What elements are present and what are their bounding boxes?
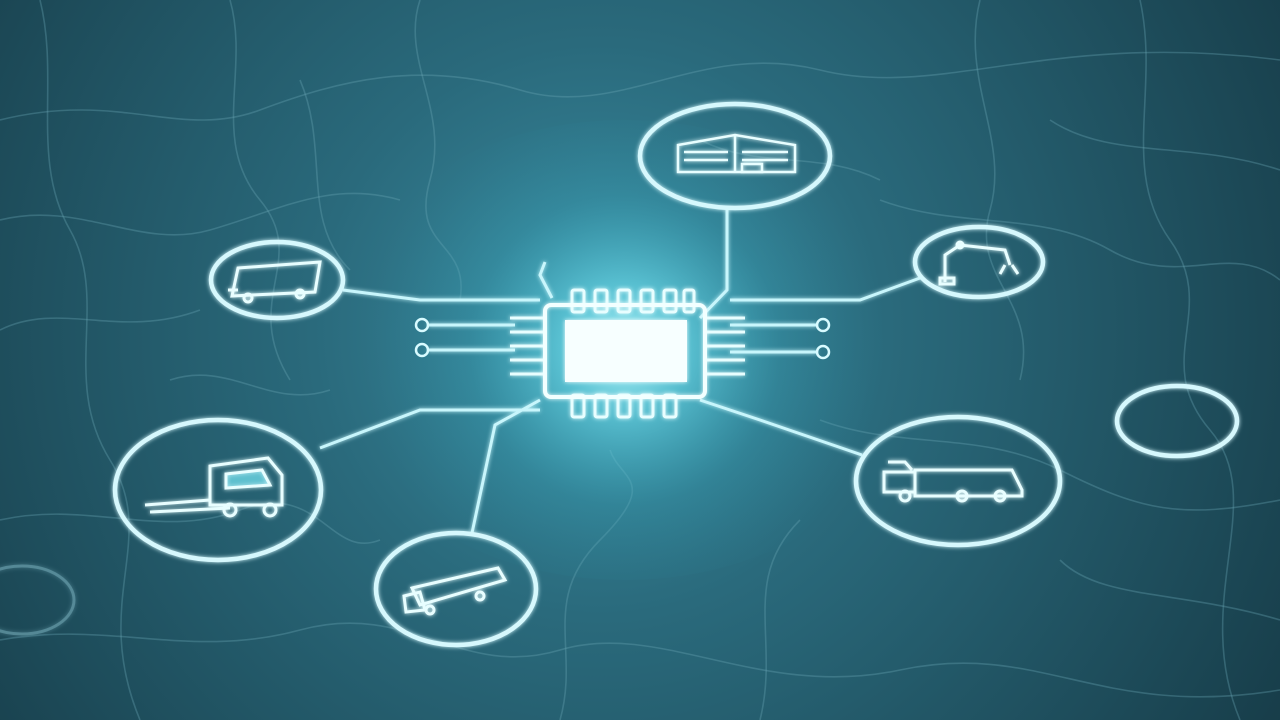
pin-terminals: [414, 317, 831, 360]
node-trailer: [208, 239, 346, 321]
node-semi-truck: [112, 417, 324, 563]
trailer-icon: [228, 260, 322, 304]
semi-truck-icon: [144, 456, 284, 518]
faint-circle: [0, 564, 76, 636]
warehouse-icon: [676, 133, 797, 174]
node-empty-circle: [1114, 383, 1240, 459]
node-robot-arm: [912, 224, 1046, 300]
node-delivery-truck: [853, 414, 1063, 548]
delivery-truck-icon: [882, 460, 1024, 503]
microchip-icon: [510, 288, 745, 419]
truck-cab-icon: [402, 566, 508, 616]
node-warehouse: [637, 101, 833, 211]
node-truck-cab: [373, 530, 539, 648]
connection-lines: [319, 208, 921, 534]
robot-arm-icon: [938, 240, 1020, 286]
